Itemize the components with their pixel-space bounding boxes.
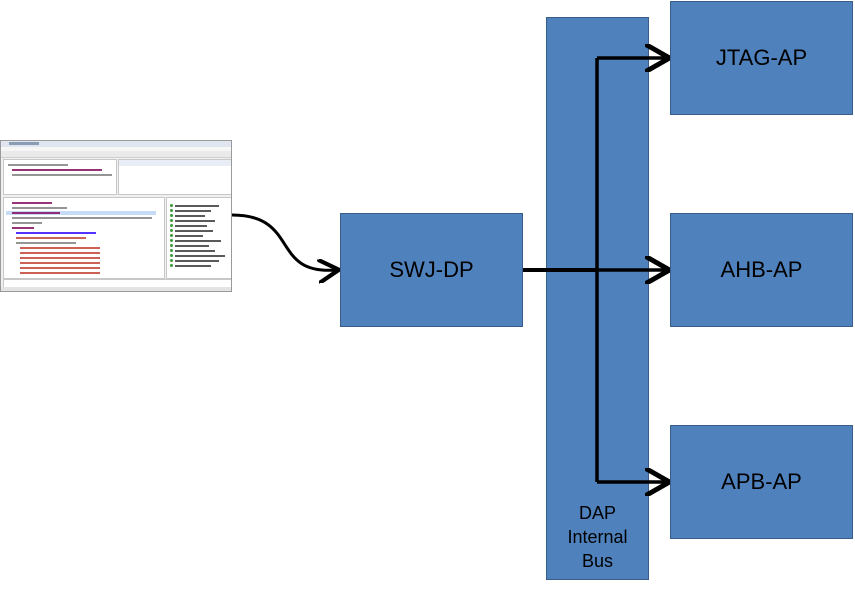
apb-ap-block: APB-AP [670, 425, 853, 539]
jtag-ap-label: JTAG-AP [715, 45, 808, 70]
thumbnail-toolbar [1, 151, 231, 158]
jtag-ap-block: JTAG-AP [670, 1, 853, 115]
ahb-ap-label: AHB-AP [720, 257, 803, 282]
thumbnail-debug-pane [3, 159, 117, 195]
bus-label: DAP Internal Bus [547, 501, 648, 573]
thumbnail-variables-pane [118, 159, 231, 195]
ahb-ap-block: AHB-AP [670, 213, 853, 327]
thumbnail-menubar [1, 147, 231, 151]
thumbnail-to-swj-arrow [231, 213, 336, 270]
apb-ap-label: APB-AP [721, 469, 802, 494]
thumbnail-statusbar [1, 287, 231, 291]
thumbnail-titlebar [1, 141, 231, 147]
bus-label-line-2: Internal [567, 527, 628, 547]
debugger-screenshot-thumbnail [0, 140, 232, 292]
bus-label-line-1: DAP [578, 503, 616, 523]
thumbnail-editor-pane [3, 197, 165, 279]
thumbnail-outline-pane [166, 197, 231, 279]
swj-dp-block: SWJ-DP [340, 213, 523, 327]
swj-dp-label: SWJ-DP [389, 257, 474, 282]
bus-label-line-3: Bus [581, 551, 614, 571]
